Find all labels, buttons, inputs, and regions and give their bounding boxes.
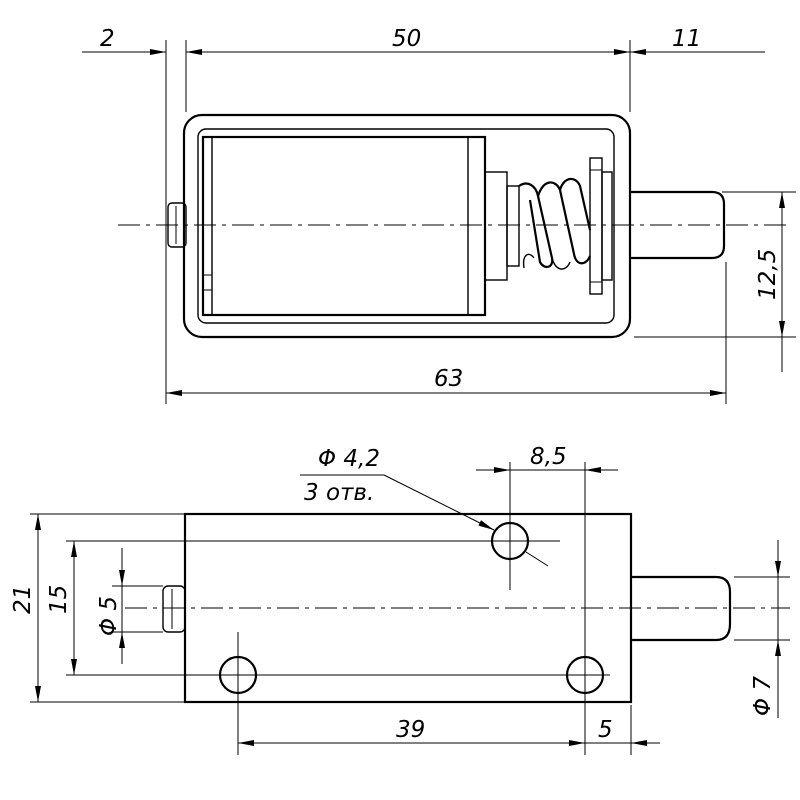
housing-outer bbox=[182, 113, 632, 339]
hole-leader bbox=[383, 474, 495, 531]
dim-d5-label: Φ 5 bbox=[96, 596, 122, 636]
plunger-core bbox=[484, 171, 508, 281]
plunger-rod bbox=[630, 190, 726, 260]
top-view: 2 50 11 12,5 63 bbox=[82, 26, 796, 404]
dim-5-label: 5 bbox=[598, 717, 613, 743]
coil-body bbox=[201, 135, 487, 317]
dim-21-label: 21 bbox=[10, 585, 36, 614]
dim-15-label: 15 bbox=[46, 585, 72, 614]
dim-39-label: 39 bbox=[396, 717, 425, 743]
washer bbox=[589, 157, 603, 295]
dim-2-label: 2 bbox=[100, 26, 115, 52]
left-stud-bottom bbox=[162, 585, 186, 633]
dim-11-label: 11 bbox=[672, 26, 701, 52]
hole-diameter-label: Φ 4,2 bbox=[318, 446, 380, 472]
dim-8-5-label: 8,5 bbox=[530, 444, 567, 470]
hole-count-label: 3 отв. bbox=[304, 480, 374, 506]
dim-63-label: 63 bbox=[434, 366, 463, 392]
dim-d7-label: Φ 7 bbox=[750, 676, 776, 716]
housing-inner bbox=[197, 128, 615, 324]
dim-12-5-label: 12,5 bbox=[755, 249, 781, 300]
spring bbox=[518, 177, 592, 270]
dim-50-label: 50 bbox=[392, 26, 421, 52]
plunger-rod-bottom bbox=[631, 575, 732, 642]
bottom-view: 21 15 Φ 5 8,5 Φ 4,2 3 отв. 39 5 Φ 7 bbox=[10, 444, 790, 755]
